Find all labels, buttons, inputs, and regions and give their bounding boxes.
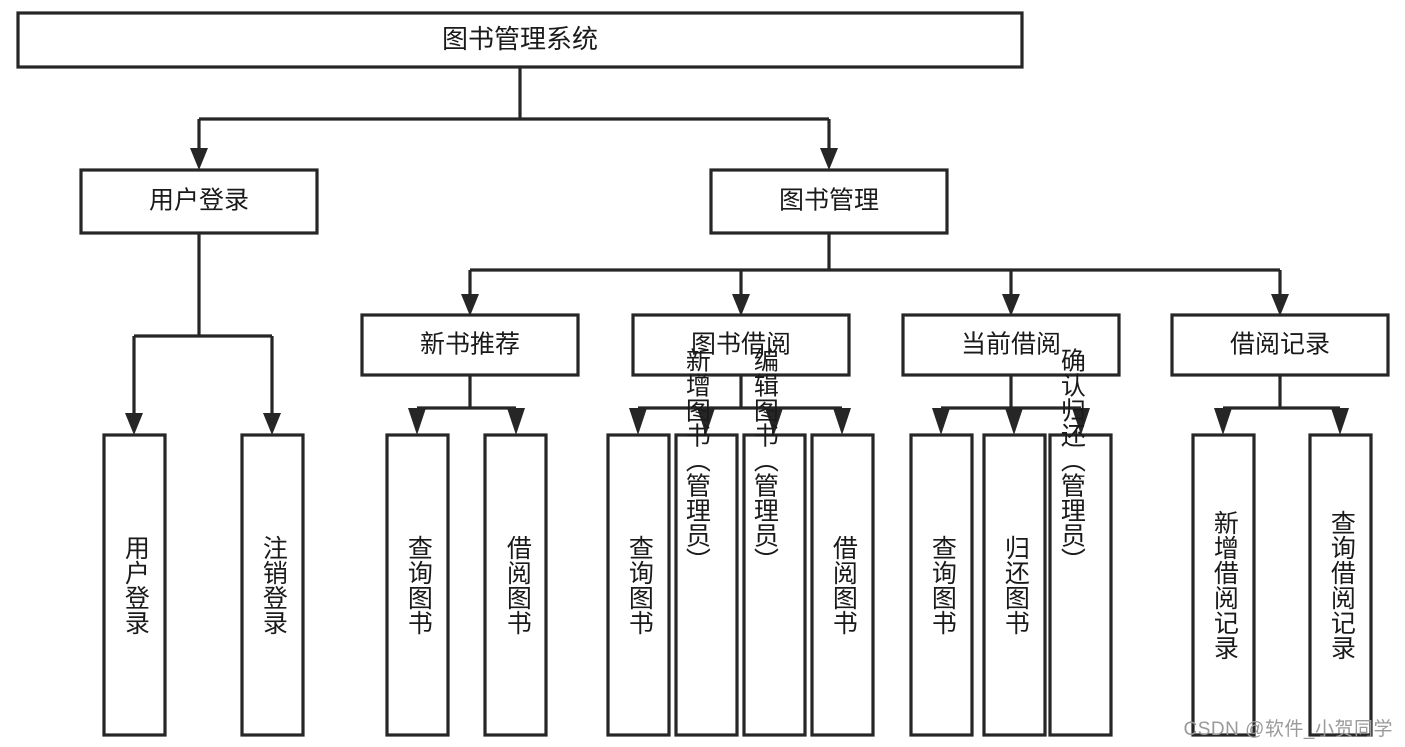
node-leaf-bb-borrow-label: 借阅图书 xyxy=(829,535,858,635)
arrow-head-leaf-user-login xyxy=(125,413,143,435)
node-leaf-br-add-box[interactable] xyxy=(1191,433,1256,737)
node-new-book-rec[interactable]: 新书推荐 xyxy=(360,313,580,377)
node-leaf-rec-query-label: 查询图书 xyxy=(404,535,433,635)
node-leaf-rec-borrow[interactable]: 借阅图书 xyxy=(483,433,548,737)
node-current-borrow[interactable]: 当前借阅 xyxy=(901,313,1121,377)
node-leaf-user-login-box[interactable] xyxy=(102,433,167,737)
node-leaf-user-login[interactable]: 用户登录 xyxy=(102,433,167,737)
node-root-box[interactable] xyxy=(16,11,1024,69)
node-leaf-cb-return-label: 归还图书 xyxy=(1001,535,1030,635)
node-book-borrow-box[interactable] xyxy=(631,313,851,377)
node-borrow-record[interactable]: 借阅记录 xyxy=(1170,313,1390,377)
node-book-manage-label: 图书管理 xyxy=(779,187,879,215)
node-leaf-bb-add-box[interactable] xyxy=(674,433,739,737)
node-user-login[interactable]: 用户登录 xyxy=(79,168,319,235)
node-borrow-record-box[interactable] xyxy=(1170,313,1390,377)
node-leaf-bb-query[interactable]: 查询图书 xyxy=(606,433,671,737)
node-leaf-cb-return[interactable]: 归还图书 xyxy=(982,433,1047,737)
node-leaf-rec-query[interactable]: 查询图书 xyxy=(385,433,450,737)
connector-layer xyxy=(125,67,1349,435)
node-current-borrow-box[interactable] xyxy=(901,313,1121,377)
node-leaf-cb-return-box[interactable] xyxy=(982,433,1047,737)
node-user-login-label: 用户登录 xyxy=(149,187,249,215)
arrow-head-leaf-bb-add xyxy=(697,408,715,435)
node-leaf-bb-edit-label: 编辑图书（管理员） xyxy=(750,348,779,573)
node-root[interactable]: 图书管理系统 xyxy=(16,11,1024,69)
node-root-label: 图书管理系统 xyxy=(442,24,598,54)
node-leaf-bb-add[interactable]: 新增图书（管理员） xyxy=(674,348,739,737)
node-leaf-rec-borrow-box[interactable] xyxy=(483,433,548,737)
node-leaf-cb-query-box[interactable] xyxy=(909,433,974,737)
arrow-head-leaf-br-add xyxy=(1214,408,1232,435)
node-leaf-logout[interactable]: 注销登录 xyxy=(240,433,305,737)
node-leaf-cb-query[interactable]: 查询图书 xyxy=(909,433,974,737)
arrow-head-book-manage xyxy=(820,148,838,170)
node-borrow-record-label: 借阅记录 xyxy=(1230,331,1330,359)
node-leaf-br-add-label: 新增借阅记录 xyxy=(1210,510,1239,660)
node-leaf-br-add[interactable]: 新增借阅记录 xyxy=(1191,433,1256,737)
node-leaf-bb-add-label: 新增图书（管理员） xyxy=(682,348,711,573)
arrow-head-leaf-cb-return xyxy=(1005,408,1023,435)
arrow-head-leaf-bb-borrow xyxy=(833,408,851,435)
arrow-head-leaf-bb-edit xyxy=(765,408,783,435)
arrow-head-leaf-cb-query xyxy=(932,408,950,435)
node-leaf-br-query-label: 查询借阅记录 xyxy=(1327,510,1356,660)
arrow-head-user-login xyxy=(190,148,208,170)
node-leaf-cb-query-label: 查询图书 xyxy=(928,535,957,635)
node-leaf-bb-query-box[interactable] xyxy=(606,433,671,737)
node-leaf-cb-confirm-box[interactable] xyxy=(1048,433,1113,737)
node-leaf-bb-query-label: 查询图书 xyxy=(625,535,654,635)
arrow-head-leaf-br-query xyxy=(1331,408,1349,435)
arrow-head-leaf-rec-borrow xyxy=(507,408,525,435)
arrow-head-leaf-bb-query xyxy=(629,408,647,435)
arrow-head-book-borrow xyxy=(732,294,750,316)
node-layer: 图书管理系统 用户登录 图书管理 新书推荐 图书借阅 当前 xyxy=(16,11,1390,737)
node-leaf-cb-confirm[interactable]: 确认归还（管理员） xyxy=(1048,348,1113,737)
node-book-manage-box[interactable] xyxy=(709,168,949,235)
arrow-head-leaf-logout xyxy=(263,413,281,435)
arrow-head-new-book-rec xyxy=(461,294,479,316)
node-leaf-bb-borrow[interactable]: 借阅图书 xyxy=(810,433,875,737)
arrow-head-leaf-rec-query xyxy=(408,408,426,435)
node-user-login-box[interactable] xyxy=(79,168,319,235)
arrow-head-current-borrow xyxy=(1002,294,1020,316)
node-leaf-bb-edit-box[interactable] xyxy=(742,433,807,737)
node-leaf-bb-borrow-box[interactable] xyxy=(810,433,875,737)
node-leaf-logout-label: 注销登录 xyxy=(259,535,288,635)
node-current-borrow-label: 当前借阅 xyxy=(961,331,1061,359)
node-new-book-rec-box[interactable] xyxy=(360,313,580,377)
node-book-borrow-label: 图书借阅 xyxy=(691,331,791,359)
node-leaf-logout-box[interactable] xyxy=(240,433,305,737)
node-leaf-cb-confirm-label: 确认归还（管理员） xyxy=(1057,348,1086,573)
node-leaf-user-login-label: 用户登录 xyxy=(121,535,150,635)
node-leaf-br-query[interactable]: 查询借阅记录 xyxy=(1308,433,1373,737)
arrow-head-leaf-cb-confirm xyxy=(1072,408,1090,435)
node-new-book-rec-label: 新书推荐 xyxy=(420,331,520,359)
node-book-manage[interactable]: 图书管理 xyxy=(709,168,949,235)
node-leaf-br-query-box[interactable] xyxy=(1308,433,1373,737)
node-leaf-rec-query-box[interactable] xyxy=(385,433,450,737)
arrow-head-borrow-record xyxy=(1271,294,1289,316)
node-leaf-rec-borrow-label: 借阅图书 xyxy=(503,535,532,635)
node-book-borrow[interactable]: 图书借阅 xyxy=(631,313,851,377)
node-leaf-bb-edit[interactable]: 编辑图书（管理员） xyxy=(742,348,807,737)
